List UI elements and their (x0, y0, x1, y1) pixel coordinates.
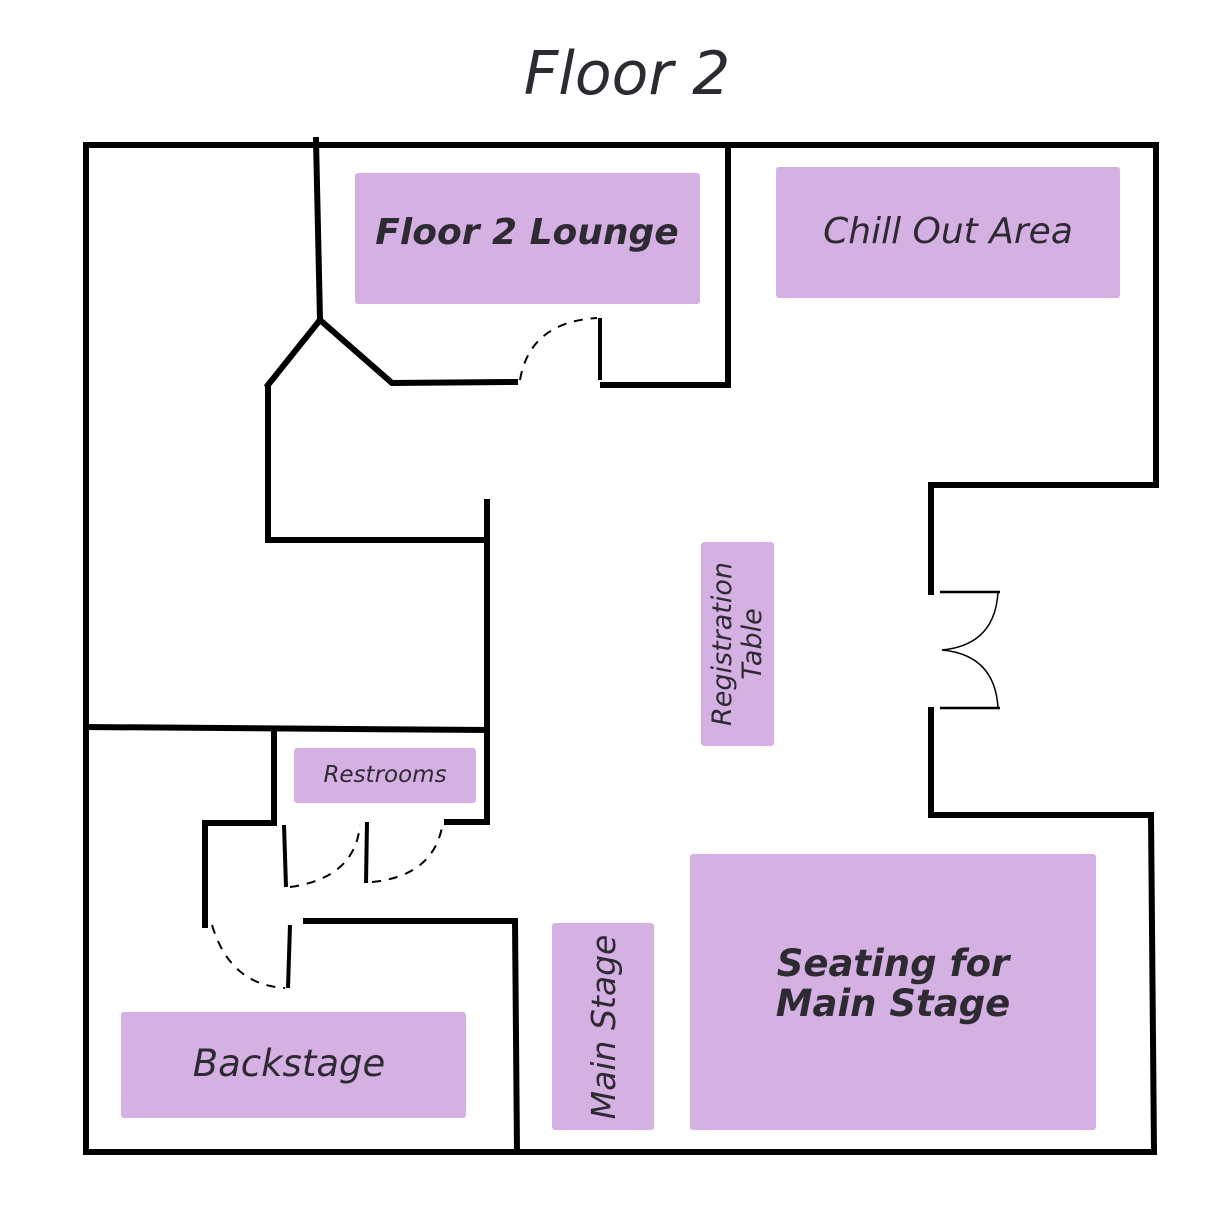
floor-title: Floor 2 (524, 39, 731, 109)
room-seating: Seating for Main Stage (690, 854, 1096, 1130)
seating-label-1: Seating for (777, 942, 1012, 985)
room-chill-out: Chill Out Area (776, 167, 1120, 298)
double-door (940, 590, 1000, 710)
room-lounge: Floor 2 Lounge (355, 173, 700, 304)
registration-label-2: Table (737, 608, 768, 679)
seating-label-2: Main Stage (776, 982, 1011, 1025)
room-registration: Registration Table (701, 542, 774, 746)
backstage-door (286, 924, 292, 989)
lounge-label: Floor 2 Lounge (375, 212, 678, 253)
chill-out-label: Chill Out Area (823, 211, 1073, 252)
restroom-door-1 (282, 824, 288, 888)
doors (211, 317, 1000, 989)
main-stage-label: Main Stage (584, 935, 623, 1120)
room-main-stage: Main Stage (552, 923, 654, 1130)
room-restrooms: Restrooms (294, 748, 476, 803)
backstage-label: Backstage (193, 1042, 386, 1085)
walls (82, 136, 1159, 1156)
room-backstage: Backstage (121, 1012, 466, 1118)
restrooms-label: Restrooms (323, 762, 446, 788)
restroom-door-2 (364, 821, 369, 884)
registration-label-1: Registration (707, 562, 738, 726)
